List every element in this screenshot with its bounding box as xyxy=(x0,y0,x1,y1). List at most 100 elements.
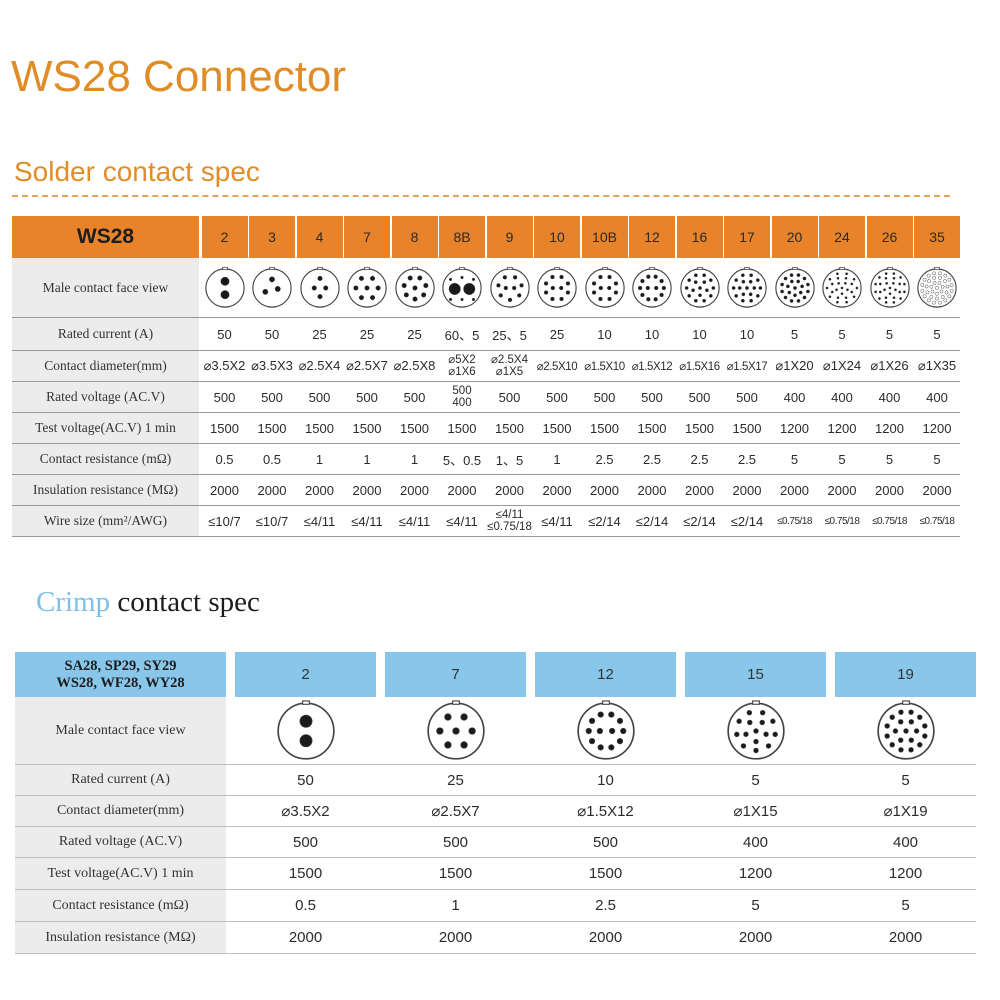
crimp-face-row: Male contact face view xyxy=(15,697,976,765)
solder-column-header: 4 xyxy=(296,216,343,258)
crimp-face-cell xyxy=(235,697,376,764)
crimp-cell: 500 xyxy=(292,833,319,851)
solder-cell: 2000 xyxy=(875,482,904,498)
solder-cell: ⌀1X24 xyxy=(822,358,862,373)
solder-cell: ≤4/11 xyxy=(446,513,478,529)
crimp-row-label: Rated current (A) xyxy=(15,765,226,795)
solder-cell: ≤10/7 xyxy=(208,513,241,529)
solder-cell: 1200 xyxy=(780,420,809,436)
solder-cell: 5 xyxy=(790,326,799,342)
solder-column-header: 10B xyxy=(581,216,628,258)
solder-row-label: Test voltage(AC.V) 1 min xyxy=(12,413,200,443)
solder-cell: 0.5 xyxy=(262,451,282,467)
connector-face-icon xyxy=(537,266,577,308)
solder-cell: 2000 xyxy=(305,482,334,498)
solder-cell: 500 xyxy=(641,389,663,405)
crimp-cell: 10 xyxy=(597,771,614,789)
crimp-cell: 1500 xyxy=(288,865,323,882)
crimp-section-title: Crimp contact spec xyxy=(36,586,260,619)
solder-cell: 2000 xyxy=(827,482,857,498)
solder-face-label: Male contact face view xyxy=(12,258,200,317)
crimp-cell: ⌀1X19 xyxy=(883,803,928,820)
crimp-cell: ⌀1X15 xyxy=(733,803,778,820)
solder-face-cell xyxy=(392,258,438,317)
solder-column-header: 3 xyxy=(249,216,295,258)
section-divider xyxy=(12,195,950,197)
solder-cell: 2.5 xyxy=(737,451,757,467)
crimp-cell: 500 xyxy=(442,833,469,851)
solder-cell: 5 xyxy=(933,451,941,467)
solder-face-row: Male contact face view xyxy=(12,258,960,318)
crimp-column-header: 7 xyxy=(385,652,526,697)
solder-face-cell xyxy=(202,258,248,317)
solder-cell: 2000 xyxy=(590,482,619,498)
solder-cell: ≤0.75/18 xyxy=(777,515,812,527)
connector-face-icon xyxy=(679,266,720,308)
solder-cell: 2.5 xyxy=(690,451,709,467)
solder-cell: 2000 xyxy=(542,482,572,498)
solder-cell: ⌀1X35 xyxy=(917,358,957,373)
solder-cell: 10 xyxy=(644,326,660,342)
solder-cell: ≤4/11≤0.75/18 xyxy=(487,506,533,536)
solder-data-row: Contact diameter(mm)⌀3.5X2⌀3.5X3⌀2.5X4⌀2… xyxy=(12,351,960,382)
solder-cell: ≤0.75/18 xyxy=(824,515,860,527)
crimp-cell: 5 xyxy=(901,897,910,914)
crimp-cell: 50 xyxy=(297,771,314,789)
solder-cell: 1500 xyxy=(400,420,429,436)
solder-column-header: 10 xyxy=(534,216,580,258)
crimp-cell: 1200 xyxy=(888,865,923,882)
crimp-row-label: Test voltage(AC.V) 1 min xyxy=(15,858,226,889)
solder-cell: 10 xyxy=(739,326,755,342)
crimp-cell: 500 xyxy=(592,833,619,851)
solder-column-header: 26 xyxy=(866,216,913,258)
crimp-cell: 2000 xyxy=(288,929,323,946)
crimp-title-word: Crimp xyxy=(36,586,111,618)
crimp-cell: 1500 xyxy=(588,865,623,882)
solder-cell: 1 xyxy=(553,451,561,467)
page-title: WS28 Connector xyxy=(11,52,347,101)
connector-face-icon xyxy=(727,266,767,308)
solder-cell: 1500 xyxy=(352,420,382,436)
solder-cell: ≤0.75/18 xyxy=(919,515,955,527)
connector-face-icon xyxy=(489,266,530,308)
solder-cell: ⌀2.5X8 xyxy=(393,358,436,373)
solder-cell: ≤4/11 xyxy=(541,513,573,529)
solder-face-cell xyxy=(534,258,580,317)
solder-cell: 2000 xyxy=(352,482,382,498)
solder-cell: ⌀1.5X12 xyxy=(631,361,673,373)
solder-column-header: 16 xyxy=(676,216,723,258)
connector-face-icon xyxy=(584,266,625,308)
solder-cell: ≤4/11 xyxy=(303,513,336,529)
crimp-cell: 2000 xyxy=(888,929,923,946)
solder-cell: ⌀2.5X10 xyxy=(536,361,578,373)
crimp-data-row: Contact diameter(mm)⌀3.5X2⌀2.5X7⌀1.5X12⌀… xyxy=(15,796,976,827)
solder-column-header: 7 xyxy=(344,216,390,258)
crimp-cell: 25 xyxy=(447,771,464,789)
solder-cell: 500 xyxy=(688,389,711,405)
solder-face-cell xyxy=(582,258,628,317)
solder-cell: 2000 xyxy=(210,482,239,498)
solder-cell: 25、5 xyxy=(492,327,527,343)
solder-cell: 5 xyxy=(838,451,846,467)
solder-cell: 2.5 xyxy=(595,451,614,467)
solder-column-header: 35 xyxy=(914,216,960,258)
solder-cell: 5 xyxy=(885,326,894,342)
header-line: SA28, SP29, SY29 xyxy=(64,657,177,674)
solder-column-header: 8B xyxy=(439,216,485,258)
solder-cell: 1 xyxy=(410,451,419,467)
solder-face-cell xyxy=(297,258,343,317)
solder-column-header: 17 xyxy=(724,216,770,258)
crimp-cell: 1200 xyxy=(738,865,773,882)
crimp-column-header: 2 xyxy=(235,652,376,697)
crimp-row-label: Contact resistance (mΩ) xyxy=(15,890,226,921)
connector-face-icon xyxy=(726,699,785,760)
